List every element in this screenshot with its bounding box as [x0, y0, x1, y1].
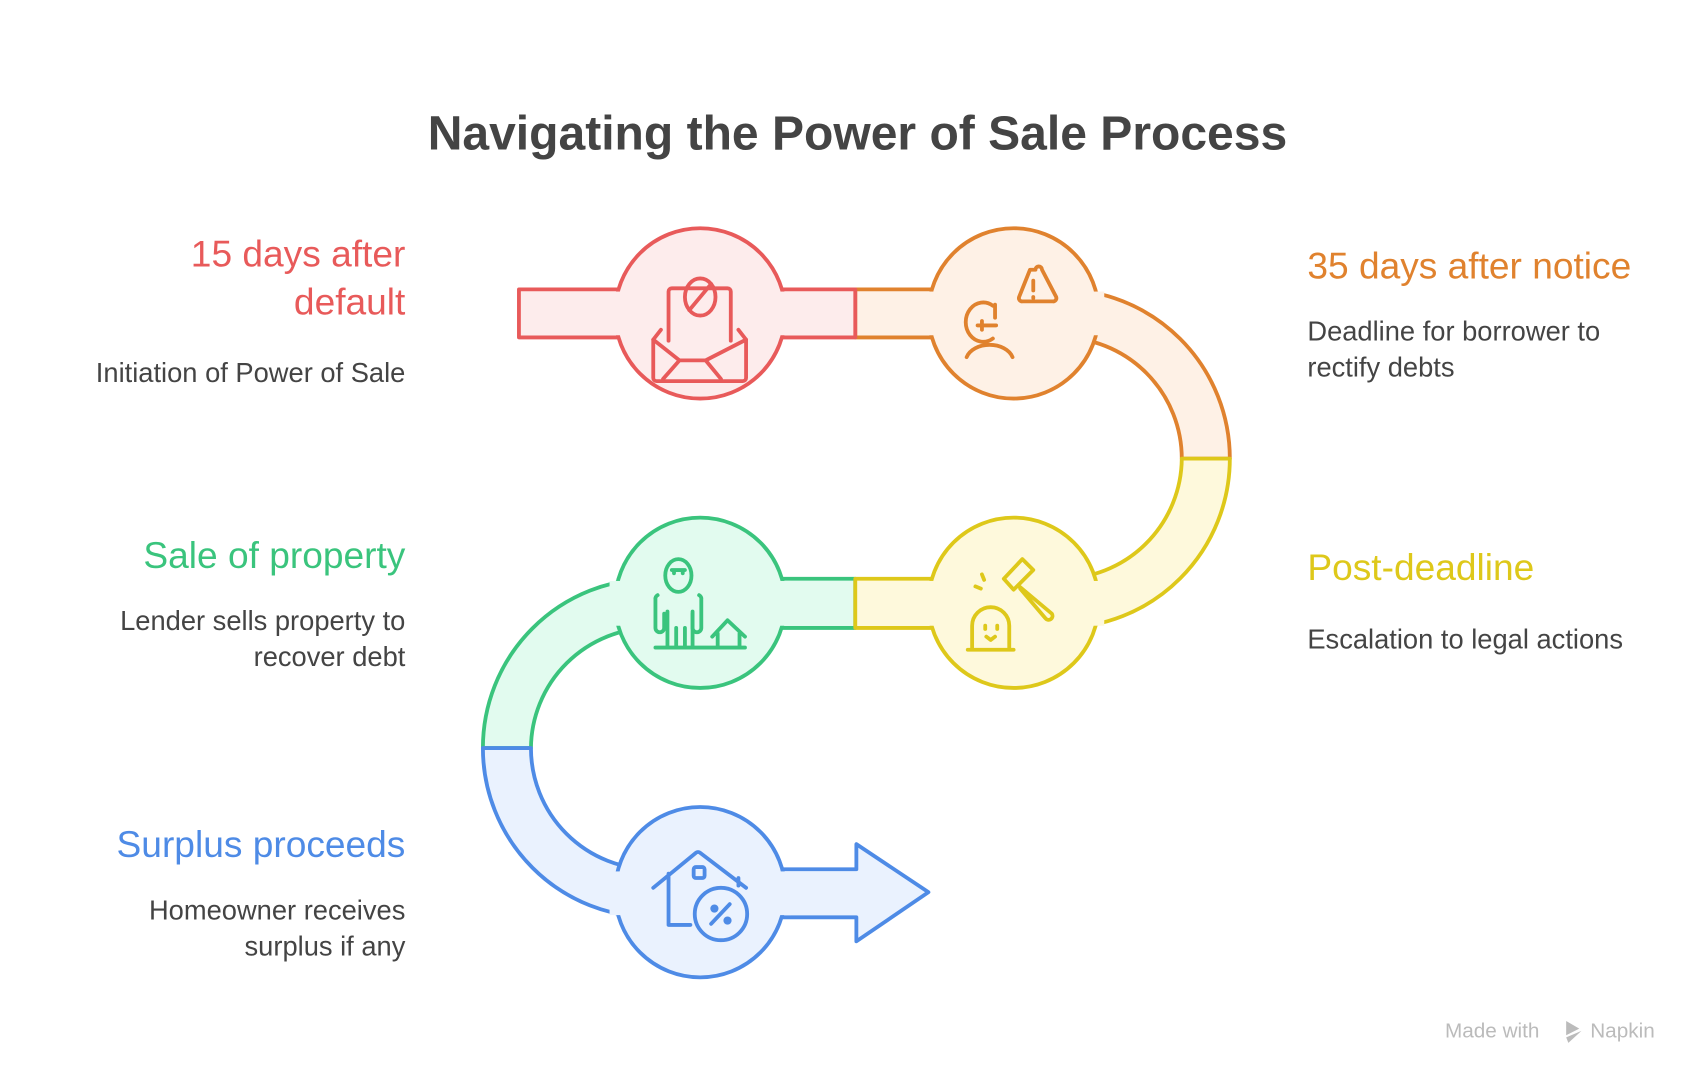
node-step-1 [613, 226, 788, 401]
step-description: Homeowner receives [149, 894, 405, 925]
step-5-label: Surplus proceeds Homeowner receives surp… [117, 823, 406, 961]
house-percent-icon [651, 850, 750, 943]
step-2-label: 35 days after notice Deadline for borrow… [1307, 244, 1631, 382]
watermark-prefix: Made with [1445, 1019, 1539, 1042]
step-description: rectify debts [1307, 352, 1454, 383]
napkin-logo-icon [1566, 1021, 1582, 1043]
step-heading: Sale of property [143, 534, 405, 576]
step-heading: default [294, 280, 406, 322]
step-heading: 15 days after [191, 232, 406, 274]
step-3-label: Post-deadline Escalation to legal action… [1307, 546, 1623, 655]
step-description: Initiation of Power of Sale [96, 357, 406, 388]
step-description: Lender sells property to [120, 605, 405, 636]
step-heading: 35 days after notice [1307, 244, 1631, 286]
page-title: Navigating the Power of Sale Process [428, 108, 1288, 161]
node-step-2 [926, 226, 1101, 401]
band-step-5-arrow [480, 746, 931, 944]
step-heading: Post-deadline [1307, 546, 1534, 588]
step-description: surplus if any [245, 931, 406, 962]
node-step-5 [613, 805, 788, 980]
watermark: Made with Napkin [1445, 1019, 1655, 1043]
step-1-label: 15 days after default Initiation of Powe… [96, 232, 406, 388]
watermark-brand: Napkin [1590, 1019, 1655, 1042]
gavel-tombstone-icon [965, 557, 1055, 652]
step-description: Deadline for borrower to [1307, 316, 1600, 347]
envelope-prohibited-icon [651, 276, 748, 384]
step-description: recover debt [254, 641, 406, 672]
euro-person-warning-icon [963, 264, 1059, 359]
person-house-icon [653, 557, 747, 650]
step-heading: Surplus proceeds [117, 823, 406, 865]
node-step-3 [926, 515, 1101, 690]
step-4-label: Sale of property Lender sells property t… [120, 534, 406, 672]
step-description: Escalation to legal actions [1307, 624, 1623, 655]
